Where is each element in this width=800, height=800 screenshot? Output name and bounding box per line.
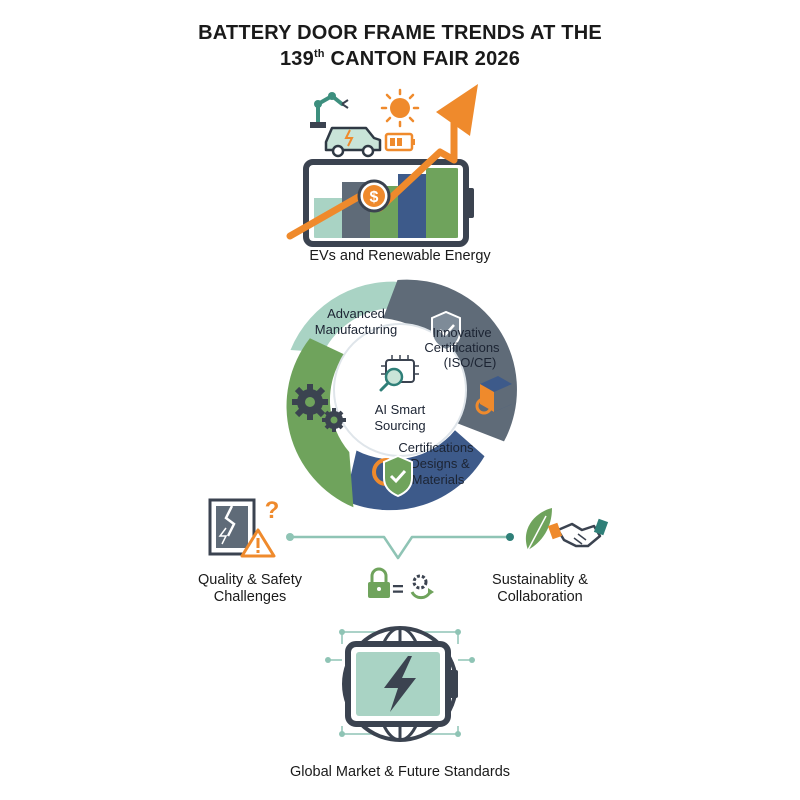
cycle-segment-advanced-manufacturing (290, 281, 413, 353)
sustainability-line-2: Collaboration (497, 589, 583, 605)
handshake-icon (547, 518, 609, 548)
title-number: 139 (279, 48, 314, 70)
title-superscript: th (313, 48, 325, 60)
segment-label-innovative-1: Innovative (432, 325, 491, 340)
sustainability-line-1: Sustainablity & (492, 572, 588, 588)
segment-label-cert-designs-1: Certifications (398, 440, 474, 455)
padlock-icon (368, 567, 390, 598)
cycle-segment-certifications-designs (345, 430, 485, 511)
leaf-icon (525, 508, 552, 551)
globe-battery-icon (342, 626, 458, 742)
quality-safety-line-2: Challenges (213, 589, 287, 605)
title-rest: CANTON FAIR 2026 (324, 48, 521, 70)
segment-label-cert-designs-2: Designs & (410, 456, 470, 471)
title-line-2: 139th CANTON FAIR 2026 (0, 48, 800, 71)
question-mark-icon: ? (265, 497, 280, 524)
dollar-coin-icon: $ (357, 179, 391, 213)
evs-renewable-label: EVs and Renewable Energy (309, 248, 491, 264)
cycle-segment-gears (286, 338, 354, 508)
segment-label-advanced-1: Advanced (327, 306, 385, 321)
quality-safety-line-1: Quality & Safety (198, 572, 302, 588)
sun-icon (380, 88, 420, 128)
electric-car-icon (324, 126, 382, 158)
robot-arm-icon (310, 92, 349, 128)
shield-outline-icon (431, 310, 461, 352)
quality-safety-label: Quality & Safety Challenges (170, 572, 330, 606)
recycle-gear-icon (410, 574, 434, 600)
dollar-symbol: $ (370, 189, 379, 206)
cracked-door-icon (208, 498, 256, 556)
segment-label-advanced-2: Manufacturing (315, 322, 397, 337)
center-label-line-2: Sourcing (374, 418, 425, 433)
connector-line (286, 533, 514, 560)
sustainability-label: Sustainablity & Collaboration (460, 572, 620, 606)
warning-triangle-icon (240, 528, 276, 558)
materials-cube-icon (475, 376, 512, 415)
small-battery-icon (384, 132, 415, 152)
equals-symbol: = (392, 579, 404, 601)
center-label-line-1: AI Smart (375, 402, 426, 417)
circuit-magnifier-icon (379, 355, 419, 392)
global-market-label: Global Market & Future Standards (289, 764, 511, 780)
segment-label-cert-designs-3: Materials (412, 472, 465, 487)
segment-label-innovative-2: Certifications (424, 340, 500, 355)
gears-icon (292, 384, 346, 432)
growth-arrow-icon (286, 84, 478, 240)
title-line-1: BATTERY DOOR FRAME TRENDS AT THE (198, 22, 602, 44)
segment-label-innovative-3: (ISO/CE) (444, 355, 497, 370)
shield-check-icon (372, 454, 413, 498)
